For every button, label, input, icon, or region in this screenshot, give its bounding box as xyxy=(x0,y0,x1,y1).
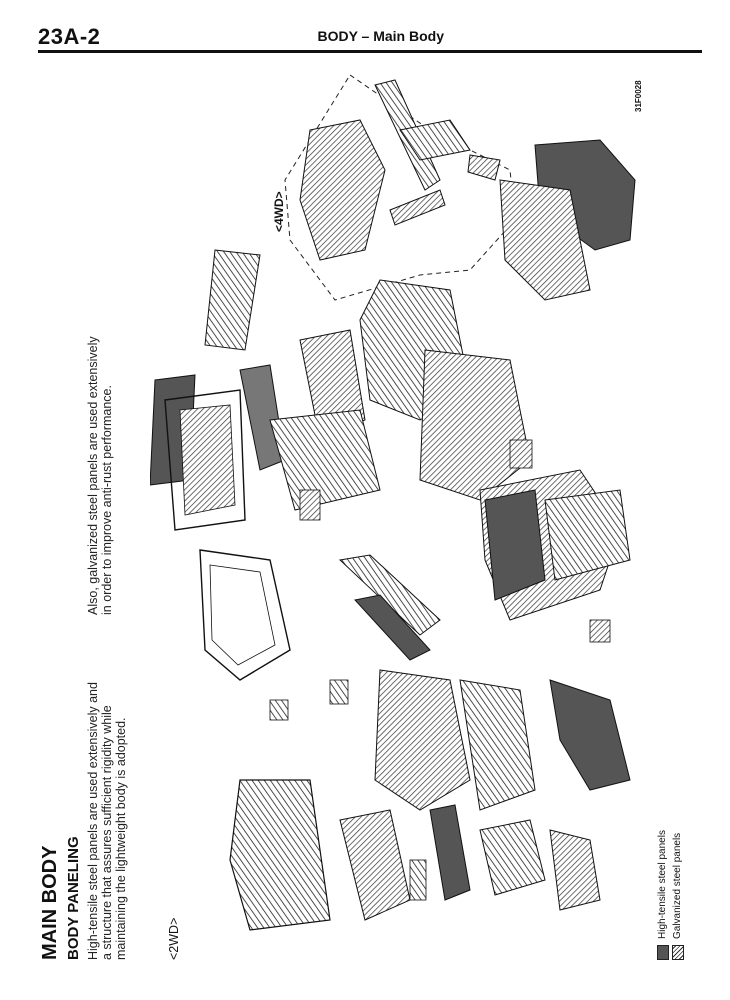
rear-quarter-panel xyxy=(459,679,536,811)
header-rule xyxy=(38,50,702,53)
roof-rail xyxy=(204,249,261,351)
legend-label: High-tensile steel panels xyxy=(657,830,668,939)
bracket xyxy=(589,619,611,643)
hood-frame xyxy=(499,179,591,301)
4wd-bracket xyxy=(467,154,501,181)
solid-swatch-icon xyxy=(656,945,669,960)
rear-crossmember-high-tensile xyxy=(484,489,546,601)
luggage-floor xyxy=(544,489,631,581)
legend-item-high-tensile: High-tensile steel panels xyxy=(655,830,670,960)
bracket xyxy=(409,859,427,901)
legend-label: Galvanized steel panels xyxy=(672,832,683,939)
exploded-body-diagram xyxy=(150,74,636,931)
front-fender-apron xyxy=(374,669,471,811)
paragraph-line: maintaining the lightweight body is adop… xyxy=(114,717,128,960)
label-4wd: <4WD> xyxy=(272,191,286,232)
paragraph-line: Also, galvanized steel panels are used e… xyxy=(86,336,100,615)
legend-item-galvanized: Galvanized steel panels xyxy=(670,830,685,960)
door-inner-panel xyxy=(199,549,291,681)
page-number: 23A-2 xyxy=(38,24,101,49)
4wd-rail xyxy=(399,119,471,161)
hatch-swatch-icon xyxy=(671,945,684,960)
running-title: BODY – Main Body xyxy=(317,28,444,44)
side-sill xyxy=(269,409,381,511)
section-subheading: BODY PANELING xyxy=(65,836,82,960)
center-pillar xyxy=(239,364,286,471)
front-fender-high-tensile xyxy=(549,679,631,791)
figure-code: 31F0028 xyxy=(634,80,643,112)
radiator-support xyxy=(549,829,601,911)
page-header: 23A-2 BODY – Main Body xyxy=(38,22,702,52)
legend: High-tensile steel panels Galvanized ste… xyxy=(655,830,685,960)
trunk-lid xyxy=(229,779,331,931)
paragraph-line: a structure that assures sufficient rigi… xyxy=(100,705,114,960)
door-inner-hatch xyxy=(209,564,276,666)
paragraph-high-tensile: High-tensile steel panels are used exten… xyxy=(86,682,128,960)
bracket xyxy=(509,439,533,469)
paragraph-galvanized: Also, galvanized steel panels are used e… xyxy=(86,336,114,615)
side-member-high-tensile xyxy=(354,594,431,661)
roof-bow xyxy=(179,404,236,516)
bracket xyxy=(329,679,349,705)
bumper-reinforcement-high-tensile xyxy=(429,804,471,901)
4wd-crossmember xyxy=(389,189,446,226)
4wd-floor-panel xyxy=(299,119,386,261)
bracket xyxy=(269,699,289,721)
paragraph-line: High-tensile steel panels are used exten… xyxy=(86,682,100,960)
front-end-panel xyxy=(339,809,411,921)
bracket xyxy=(299,489,321,521)
front-crossmember xyxy=(479,819,546,896)
paragraph-line: in order to improve anti-rust performanc… xyxy=(100,385,114,615)
section-heading: MAIN BODY xyxy=(39,845,61,960)
windshield-frame xyxy=(164,389,246,531)
rear-floor-pan xyxy=(419,349,531,501)
